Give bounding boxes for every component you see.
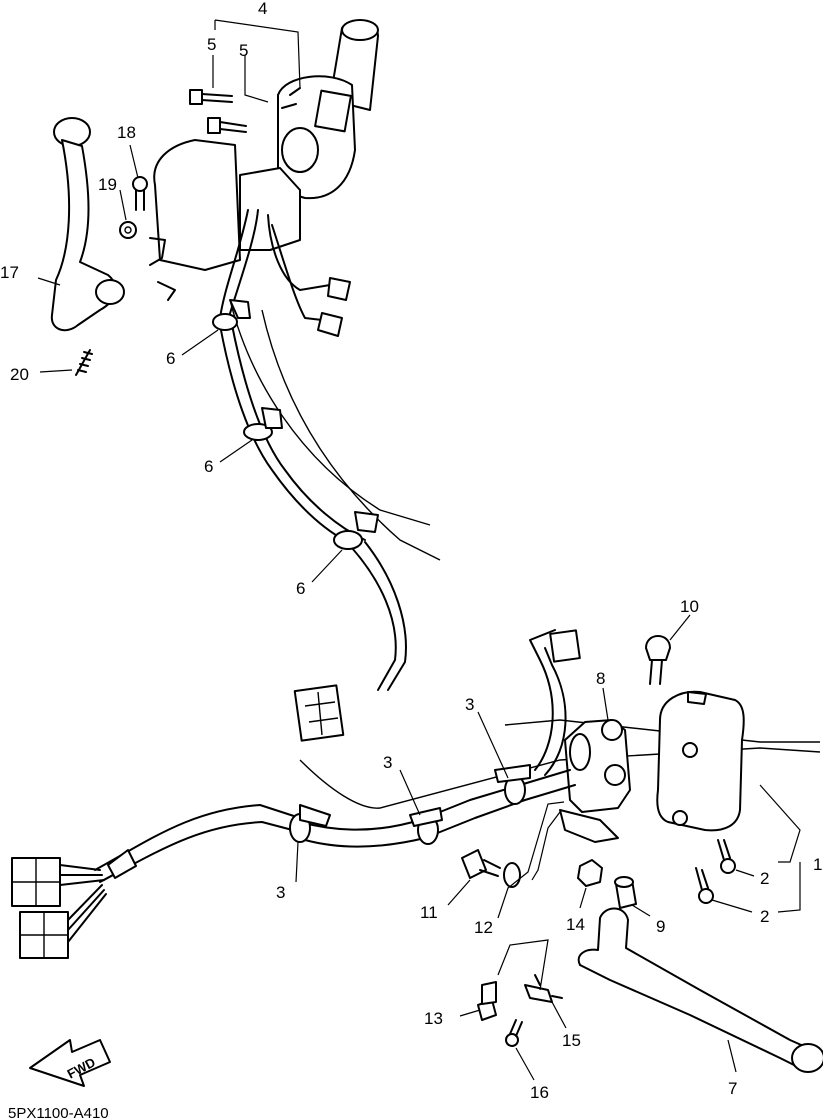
callout-18: 18 [117, 123, 136, 142]
bolt-18 [132, 176, 148, 211]
callout-10: 10 [680, 597, 699, 616]
cable-clamps-left [212, 299, 379, 550]
callout-3b: 3 [383, 753, 392, 772]
callout-14: 14 [566, 915, 585, 934]
bolt-11 [461, 849, 501, 879]
brake-switch-15 [524, 974, 563, 1003]
nut-14 [577, 859, 603, 887]
callout-9: 9 [656, 917, 665, 936]
callout-3c: 3 [465, 695, 474, 714]
switch-housing-upper [277, 75, 356, 200]
callout-20: 20 [10, 365, 29, 384]
nut-19 [119, 221, 137, 239]
wire-harness-left [219, 324, 407, 742]
screw-16 [505, 1019, 523, 1047]
callout-13: 13 [424, 1009, 443, 1028]
callout-16: 16 [530, 1083, 549, 1102]
callout-2a: 2 [760, 869, 769, 888]
clutch-lever [50, 117, 125, 332]
callout-15: 15 [562, 1031, 581, 1050]
callout-6c: 6 [296, 579, 305, 598]
screws-2 [695, 839, 736, 904]
leader-lines [37, 19, 801, 1081]
pivot-bolt-13 [477, 981, 497, 1021]
callout-12: 12 [474, 918, 493, 937]
callout-3a: 3 [276, 883, 285, 902]
collar-9 [614, 876, 637, 909]
switch-housing-lh [656, 690, 745, 832]
screw-5-lower [207, 117, 247, 134]
callout-4: 4 [258, 0, 267, 18]
callout-2b: 2 [760, 907, 769, 926]
connectors-lower-left [11, 857, 107, 959]
brake-lever [577, 907, 823, 1073]
screw-5-upper [189, 89, 233, 105]
handlebar-outline [229, 299, 821, 809]
callout-8: 8 [596, 669, 605, 688]
washer-12 [503, 862, 521, 888]
wiring-left-upper [219, 209, 351, 337]
cable-clamps-right [289, 764, 531, 845]
callout-6b: 6 [204, 457, 213, 476]
callout-17: 17 [0, 263, 19, 282]
drawing-code: 5PX1100-A410 [8, 1105, 109, 1120]
callout-11: 11 [420, 903, 438, 922]
master-cylinder [559, 719, 631, 843]
callout-5a: 5 [207, 35, 216, 54]
screw-10 [645, 635, 671, 685]
callout-5b: 5 [239, 41, 248, 60]
callout-19: 19 [98, 175, 117, 194]
callout-7: 7 [728, 1079, 737, 1098]
callout-1: 1 [813, 855, 822, 874]
wire-harness-right [94, 629, 581, 883]
fwd-direction-arrow [29, 1039, 111, 1087]
callout-6a: 6 [166, 349, 175, 368]
spring-20 [75, 349, 93, 376]
